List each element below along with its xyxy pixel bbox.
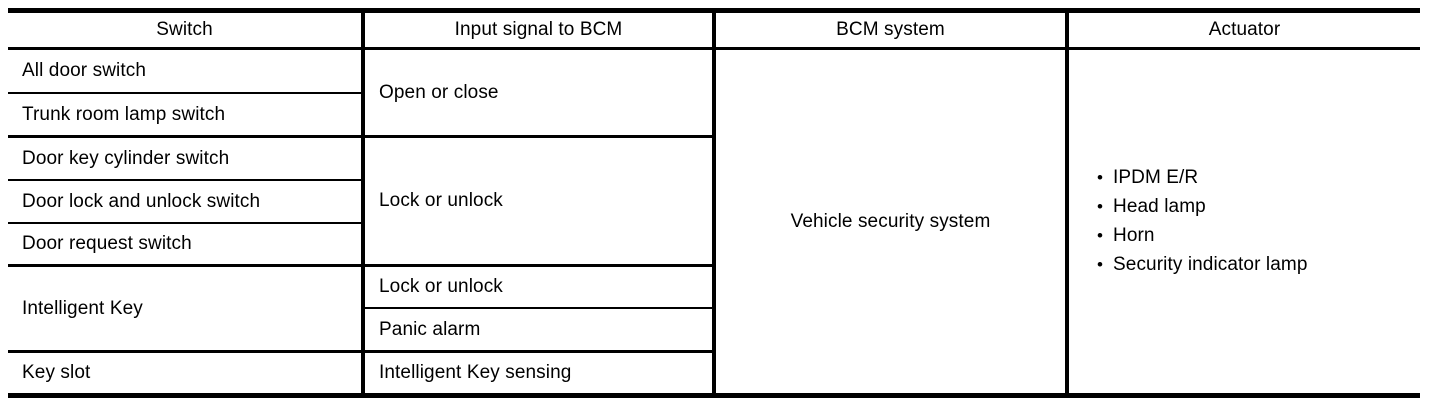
switch-cell-door-key-cylinder-switch: Door key cylinder switch	[8, 138, 361, 179]
switch-cell-key-slot: Key slot	[8, 353, 361, 393]
list-item: • Security indicator lamp	[1097, 254, 1420, 276]
bullet-icon: •	[1097, 226, 1104, 245]
actuator-item-label: IPDM E/R	[1113, 167, 1199, 189]
switch-cell-trunk-room-lamp-switch: Trunk room lamp switch	[8, 94, 361, 135]
column-divider-bcm-actuator	[1065, 8, 1069, 398]
actuator-cell: • IPDM E/R • Head lamp • Horn • Security…	[1069, 50, 1420, 393]
switch-label: Key slot	[22, 362, 91, 384]
bullet-icon: •	[1097, 197, 1104, 217]
bullet-icon: •	[1097, 168, 1104, 188]
header-bcm-system-label: BCM system	[836, 19, 945, 41]
header-switch-label: Switch	[156, 19, 213, 41]
switch-label: Door lock and unlock switch	[22, 190, 261, 212]
header-actuator-label: Actuator	[1208, 19, 1281, 41]
bcm-system-cell: Vehicle security system	[716, 50, 1065, 393]
actuator-item-label: Security indicator lamp	[1113, 253, 1308, 275]
input-signal-label: Intelligent Key sensing	[379, 362, 572, 384]
input-signal-label: Open or close	[379, 81, 499, 103]
input-signal-cell-panic-alarm: Panic alarm	[365, 309, 712, 350]
header-input-signal: Input signal to BCM	[365, 13, 712, 47]
switch-cell-intelligent-key: Intelligent Key	[8, 267, 361, 350]
actuator-bullet-list: • IPDM E/R • Head lamp • Horn • Security…	[1069, 167, 1420, 275]
input-signal-label: Panic alarm	[379, 318, 481, 340]
switch-label: Trunk room lamp switch	[22, 103, 226, 125]
header-switch: Switch	[8, 13, 361, 47]
switch-label: Door request switch	[22, 233, 192, 255]
input-signal-label: Lock or unlock	[379, 276, 503, 298]
switch-label: All door switch	[22, 60, 146, 82]
bullet-icon: •	[1097, 254, 1104, 274]
bcm-system-label: Vehicle security system	[790, 210, 991, 232]
header-actuator: Actuator	[1069, 13, 1420, 47]
input-signal-cell-intelligent-key-sensing: Intelligent Key sensing	[365, 353, 712, 393]
list-item: • Head lamp	[1097, 196, 1420, 218]
switch-row-rule-3	[8, 179, 363, 181]
list-item: • Horn	[1097, 225, 1420, 247]
header-input-signal-label: Input signal to BCM	[454, 19, 623, 41]
input-signal-label: Lock or unlock	[379, 190, 503, 212]
switch-label: Door key cylinder switch	[22, 147, 230, 169]
switch-cell-door-request-switch: Door request switch	[8, 224, 361, 264]
switch-label: Intelligent Key	[22, 297, 143, 319]
input-signal-cell-open-or-close: Open or close	[365, 50, 712, 135]
header-bcm-system: BCM system	[716, 13, 1065, 47]
actuator-item-label: Head lamp	[1113, 196, 1206, 218]
switch-cell-door-lock-and-unlock-switch: Door lock and unlock switch	[8, 181, 361, 222]
input-signal-cell-lock-or-unlock-key: Lock or unlock	[365, 267, 712, 307]
input-signal-cell-lock-or-unlock-main: Lock or unlock	[365, 138, 712, 264]
switch-cell-all-door-switch: All door switch	[8, 50, 361, 92]
list-item: • IPDM E/R	[1097, 167, 1420, 189]
switch-row-rule-4	[8, 222, 363, 224]
column-divider-input-bcm	[712, 8, 716, 398]
switch-row-rule-1	[8, 92, 363, 94]
column-divider-switch-input	[361, 8, 365, 398]
input-signal-row-rule-2	[363, 307, 714, 309]
actuator-item-label: Horn	[1113, 225, 1155, 246]
